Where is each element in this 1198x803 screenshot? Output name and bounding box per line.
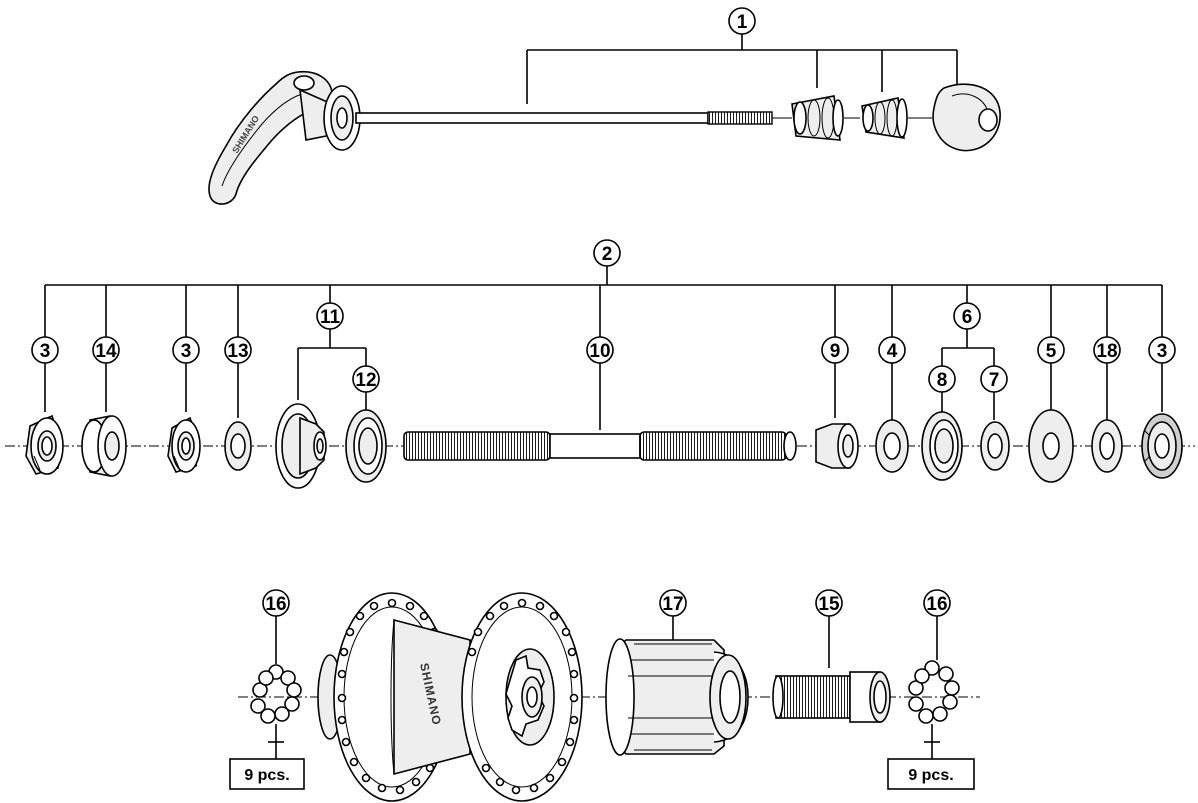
lock-nut-mid (167, 416, 201, 473)
hub-axle-10 (403, 431, 797, 461)
callout-3-left: 3 (31, 336, 59, 412)
svg-text:3: 3 (1157, 341, 1168, 362)
washer-18 (1091, 419, 1123, 473)
left-flange-spoke-holes (337, 598, 445, 795)
pcs-note-left: 9 pcs. (229, 724, 305, 790)
svg-text:6: 6 (962, 307, 973, 328)
bearing-balls-left (250, 664, 302, 724)
quick-release-spring-b (861, 97, 932, 139)
right-flange-spoke-holes (467, 598, 579, 795)
callout-16-right: 16 (923, 589, 951, 660)
callout-13: 13 (224, 336, 252, 418)
washer-7 (980, 421, 1010, 471)
svg-text:2: 2 (602, 244, 613, 265)
svg-text:4: 4 (887, 341, 898, 362)
callout-16-left: 16 (262, 589, 290, 664)
cone-11 (275, 403, 327, 489)
svg-text:18: 18 (1096, 341, 1117, 362)
leader-lines-2 (44, 266, 1163, 337)
svg-text:12: 12 (355, 370, 376, 391)
svg-text:8: 8 (937, 370, 948, 391)
washer-13 (224, 421, 252, 471)
svg-text:13: 13 (227, 341, 248, 362)
svg-text:9 pcs.: 9 pcs. (244, 767, 289, 784)
lock-nut-left (25, 414, 64, 475)
callout-8: 8 (928, 365, 956, 412)
svg-text:3: 3 (181, 341, 192, 362)
washer-4 (875, 419, 909, 473)
callout-2: 2 (593, 239, 621, 267)
svg-text:7: 7 (989, 370, 1000, 391)
pcs-note-right: 9 pcs. (887, 724, 975, 790)
svg-text:11: 11 (320, 307, 341, 328)
quick-release-spring-a (791, 95, 860, 141)
svg-text:16: 16 (265, 594, 286, 615)
callout-12: 12 (352, 365, 380, 410)
callout-4: 4 (878, 336, 906, 420)
callout-1: 1 (728, 7, 756, 35)
bearing-balls-right (908, 660, 960, 724)
callout-5: 5 (1037, 336, 1065, 410)
hub-body: SHIMANO (317, 592, 583, 802)
callout-9: 9 (821, 336, 849, 418)
callout-17: 17 (659, 589, 687, 640)
dust-cap-12 (345, 409, 387, 483)
svg-text:3: 3 (40, 341, 51, 362)
callout-15: 15 (815, 589, 843, 668)
svg-text:15: 15 (818, 594, 840, 615)
callout-3-mid: 3 (172, 336, 200, 412)
svg-text:5: 5 (1046, 341, 1057, 362)
quick-release-lever: SHIMANO (208, 70, 361, 205)
svg-text:17: 17 (662, 594, 683, 615)
spacer-5 (1028, 409, 1074, 483)
callout-3-right: 3 (1148, 336, 1176, 412)
svg-text:16: 16 (926, 594, 947, 615)
svg-text:14: 14 (95, 341, 117, 362)
callout-18: 18 (1093, 336, 1121, 420)
callout-6: 6 (941, 302, 995, 366)
freehub-body-17 (605, 638, 749, 756)
sleeve-15 (772, 671, 891, 723)
callout-7: 7 (980, 365, 1008, 420)
svg-text:9 pcs.: 9 pcs. (908, 767, 953, 784)
leader-lines-1 (526, 34, 958, 104)
lock-nut-right (1141, 413, 1183, 479)
svg-text:1: 1 (737, 12, 748, 33)
spacer-14 (81, 415, 127, 477)
quick-release-adjusting-nut (932, 83, 1001, 152)
callout-10: 10 (586, 336, 614, 430)
callout-11: 11 (297, 302, 367, 400)
svg-text:9: 9 (830, 341, 841, 362)
svg-text:10: 10 (589, 341, 610, 362)
cone-9 (815, 423, 859, 469)
seal-8 (921, 411, 963, 481)
callout-14: 14 (92, 336, 120, 412)
quick-release-skewer-rod (355, 111, 792, 125)
